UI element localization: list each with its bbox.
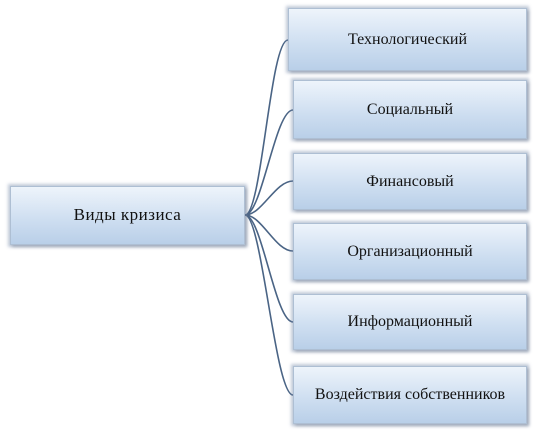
- child-node-label: Социальный: [366, 100, 454, 118]
- child-node-organizational: Организационный: [293, 223, 527, 280]
- connector-line: [244, 214, 294, 396]
- root-node-label: Виды кризиса: [73, 205, 182, 225]
- connector-line: [244, 39, 289, 216]
- root-node: Виды кризиса: [10, 186, 245, 245]
- connector-line: [244, 109, 294, 216]
- child-node-label: Воздействия собственников: [314, 386, 506, 404]
- child-node-label: Информационный: [347, 313, 473, 331]
- child-node-informational: Информационный: [293, 294, 527, 350]
- child-node-label: Технологический: [347, 30, 468, 48]
- connector-line: [244, 180, 294, 216]
- child-node-owners-influence: Воздействия собственников: [293, 366, 527, 424]
- child-node-financial: Финансовый: [293, 153, 527, 210]
- child-node-technological: Технологический: [288, 8, 527, 71]
- child-node-social: Социальный: [293, 80, 527, 139]
- child-node-label: Организационный: [347, 242, 473, 260]
- connector-line: [244, 214, 294, 323]
- child-node-label: Финансовый: [366, 172, 454, 190]
- connector-line: [244, 214, 294, 252]
